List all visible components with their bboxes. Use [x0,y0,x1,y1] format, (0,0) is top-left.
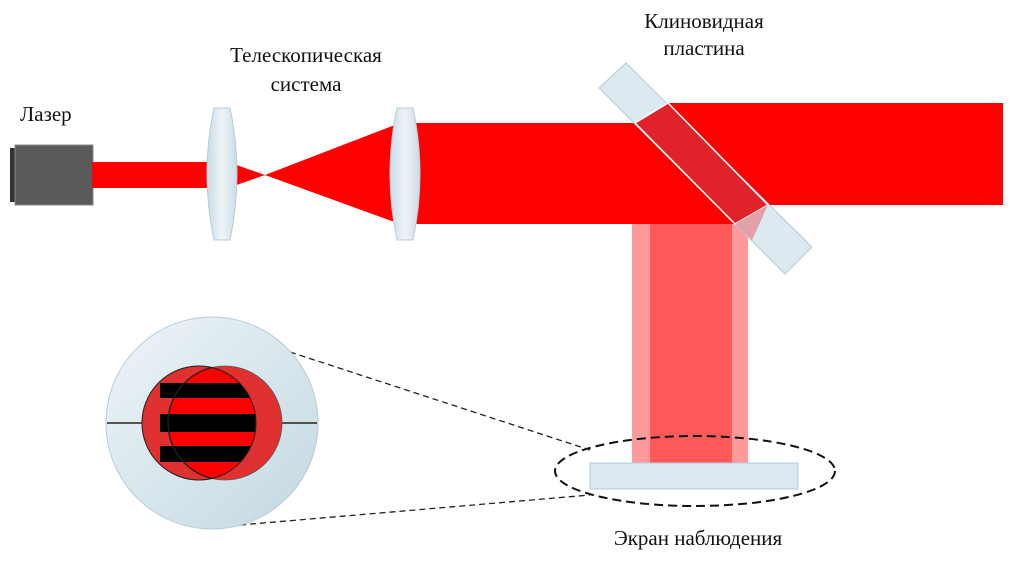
screen-highlight-ellipse [554,435,836,507]
telescope-label-line2: система [271,72,343,96]
wedge-exit-highlight [735,205,768,240]
wedge-label-line1: Клиновидная [644,9,764,33]
observation-screen [589,462,799,490]
laser-back-cap [10,148,16,202]
telescope-label-line1: Телескопическая [230,43,382,67]
lens-2 [389,107,421,241]
connector-line-top [289,351,591,451]
diverging-beam [265,123,400,224]
laser-body [14,144,94,206]
dark-fringe [160,414,256,432]
dark-fringe [160,446,256,462]
expanded-beam [405,123,735,224]
wedge-label-line2: пластина [663,36,745,60]
interference-pattern-inset [105,316,319,530]
dark-fringe [160,383,256,398]
laser-beam [92,162,216,188]
transmitted-beam [668,103,1003,205]
lens-1 [206,107,238,241]
screen-label: Экран наблюдения [614,526,783,550]
connector-line-bottom [239,494,591,526]
reflected-beam-inner [650,224,732,463]
interference-fringes [160,383,256,462]
laser-label: Лазер [20,102,72,126]
